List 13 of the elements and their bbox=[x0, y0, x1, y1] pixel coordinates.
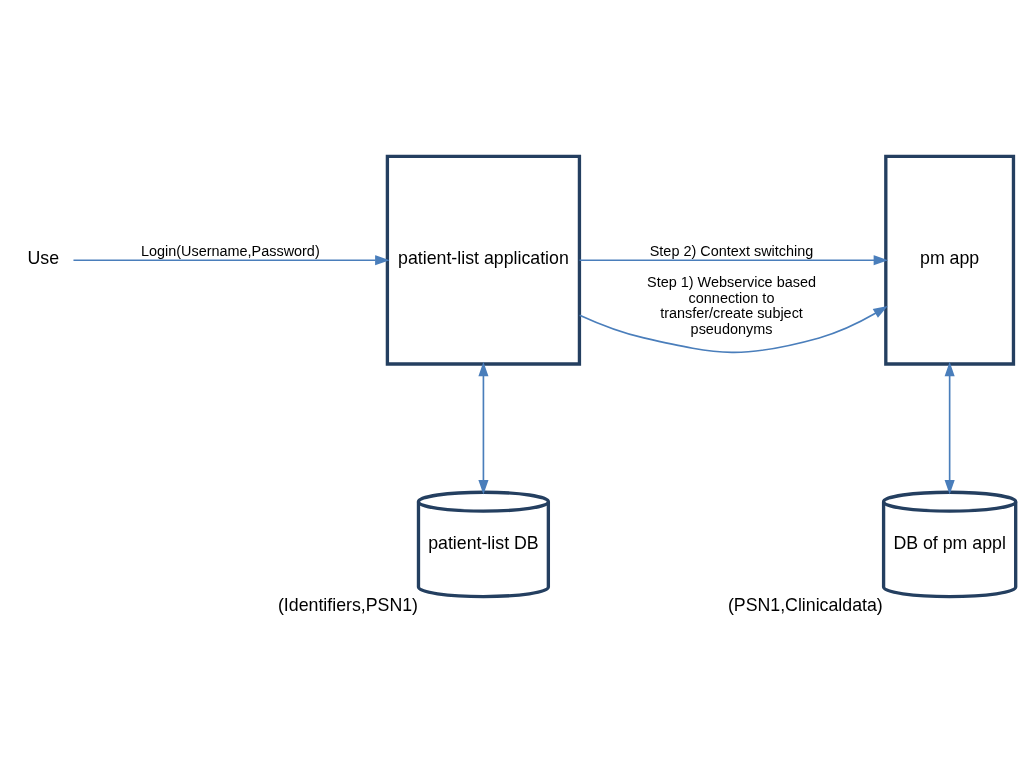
arrow bbox=[72, 254, 390, 265]
node-label: (PSN1,Clinicaldata) bbox=[727, 594, 883, 615]
node-label: (Identifiers,PSN1) bbox=[277, 594, 419, 615]
arrow bbox=[578, 254, 889, 265]
edge-label: Step 2) Context switching bbox=[649, 242, 814, 259]
node-text: Use bbox=[27, 247, 60, 268]
node-box: patient-list application bbox=[385, 154, 582, 366]
edge-label: Login(Username,Password) bbox=[140, 242, 320, 259]
arrow bbox=[944, 361, 955, 494]
edge-label: Step 1) Webservice based connection to transfer/create subject pseudonyms bbox=[647, 273, 816, 337]
arrow bbox=[578, 305, 888, 353]
node-box: pm app bbox=[884, 154, 1016, 366]
arrow bbox=[478, 361, 489, 494]
